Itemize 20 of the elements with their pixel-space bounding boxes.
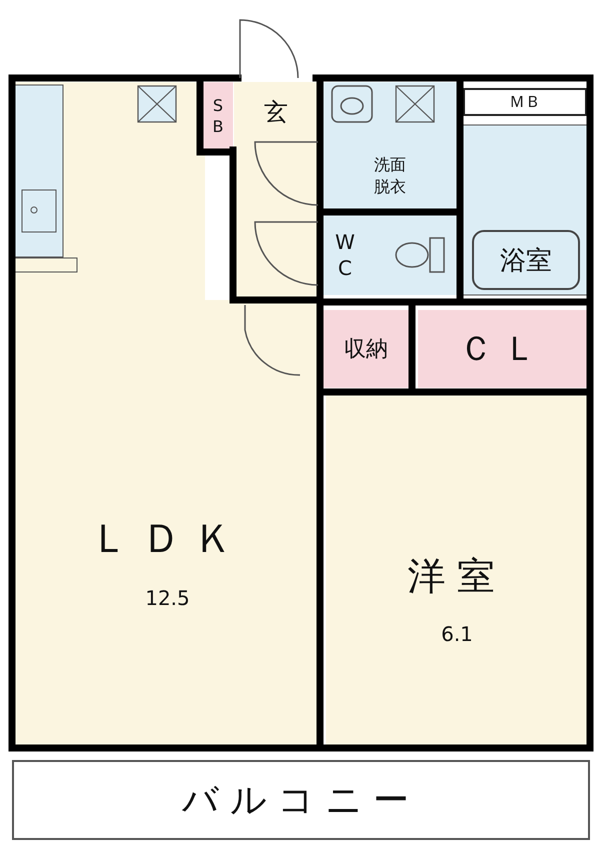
room-label: ＭＢ xyxy=(509,92,541,112)
entrance-area xyxy=(234,82,318,298)
toilet-room xyxy=(322,215,458,295)
closet xyxy=(418,310,588,388)
room-label: バルコニー xyxy=(182,778,420,822)
bathroom xyxy=(472,230,580,290)
room-label: 浴室 xyxy=(500,244,552,278)
room-label: S B xyxy=(212,96,224,138)
room-label: 収納 xyxy=(344,336,388,364)
room-label: W C xyxy=(334,229,356,281)
room-label: 洋室 xyxy=(408,553,506,600)
room-area-label: 12.5 xyxy=(145,586,190,610)
storage-closet xyxy=(322,310,410,388)
balcony xyxy=(12,760,590,840)
room-label: 玄 xyxy=(264,97,288,128)
room-label: ＣＬ xyxy=(458,328,548,371)
meter-box xyxy=(463,88,587,116)
room-area-label: 6.1 xyxy=(441,622,473,646)
room-label: ＬＤＫ xyxy=(90,514,246,564)
room-label: 洗面脱衣 xyxy=(373,154,407,198)
